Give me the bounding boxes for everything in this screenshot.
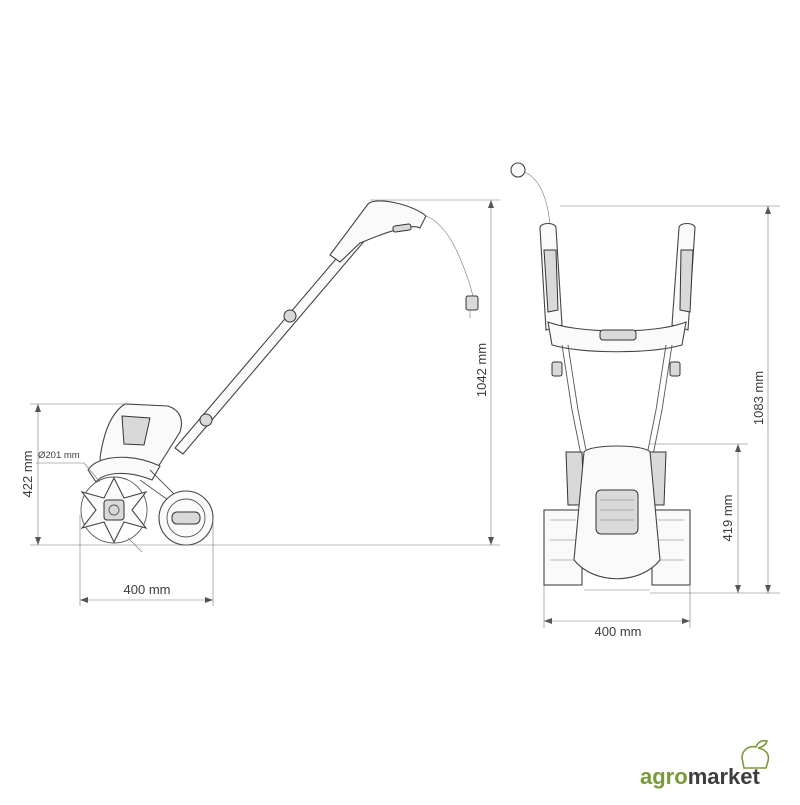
dim-front-height: 1083 mm <box>751 371 766 425</box>
side-dimension-lines <box>30 199 500 606</box>
front-power-cable <box>523 171 551 227</box>
front-grille-slats <box>600 499 634 521</box>
logo-market: market <box>688 764 761 789</box>
dim-side-height: 1042 mm <box>474 343 489 397</box>
side-handle-grip <box>329 200 427 263</box>
front-left-clamp <box>551 361 563 377</box>
front-right-grip-rubber <box>679 249 694 313</box>
front-right-clamp <box>669 361 681 377</box>
logo-wordmark: agromarket <box>640 764 761 789</box>
side-power-cable <box>425 215 475 301</box>
agromarket-logo: agromarket <box>640 739 770 789</box>
front-left-rod <box>561 344 585 471</box>
front-right-rod <box>649 344 673 471</box>
front-view-tiller <box>510 162 696 591</box>
front-dimension-lines <box>543 205 780 628</box>
side-tines <box>80 476 148 544</box>
tine-diameter-leader <box>83 462 101 483</box>
side-motor-vent <box>121 415 151 446</box>
side-trigger <box>392 223 412 233</box>
dim-front-head-height: 419 mm <box>720 495 735 542</box>
front-switch-box <box>599 329 637 341</box>
side-handle-joint-upper <box>283 309 297 323</box>
front-cable-plug <box>510 162 526 178</box>
dim-front-width: 400 mm <box>595 624 642 639</box>
dim-tine-diameter: Ø201 mm <box>38 450 80 461</box>
side-cable-plug <box>465 295 479 311</box>
side-wheel-strut-2 <box>139 479 169 501</box>
logo-agro: agro <box>640 764 688 789</box>
front-motor-grille <box>595 489 639 535</box>
side-view-tiller <box>80 200 479 553</box>
dim-side-width: 400 mm <box>124 582 171 597</box>
side-handle-joint-lower <box>199 413 213 427</box>
dim-side-head-height: 422 mm <box>20 451 35 498</box>
front-tine-blades <box>550 519 684 561</box>
side-tine-guard <box>87 456 161 483</box>
front-left-grip-rubber <box>543 249 559 313</box>
logo-apple-icon <box>741 739 770 769</box>
side-wheel <box>158 490 214 546</box>
